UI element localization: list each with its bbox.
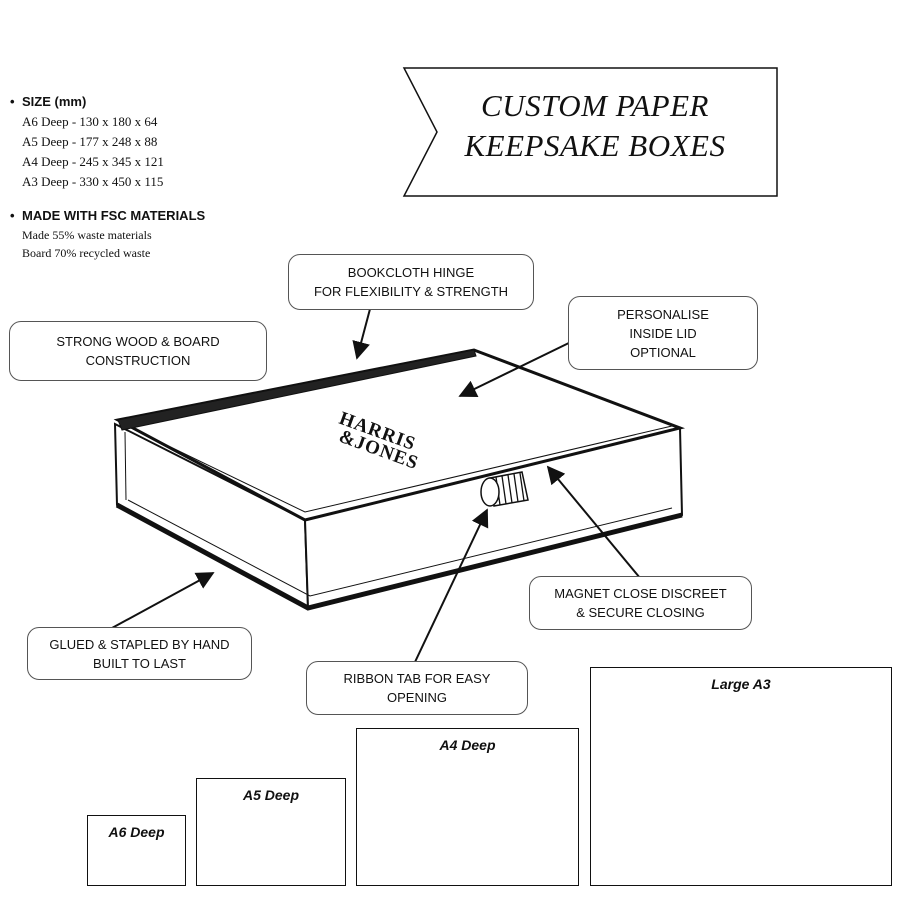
callout-text: OPENING [387, 690, 447, 705]
box-hinge-strip [117, 349, 477, 431]
fsc-heading: •MADE WITH FSC MATERIALS [10, 208, 206, 223]
callout-text: INSIDE LID [629, 325, 697, 341]
size-box-a6: A6 Deep [87, 815, 186, 886]
banner-title-line2: KEEPSAKE BOXES [464, 128, 726, 163]
box-bottom-edge [115, 502, 683, 611]
callout-text: OPTIONAL [630, 344, 696, 360]
size-box-a4: A4 Deep [356, 728, 579, 886]
banner-ribbon-shape [402, 67, 778, 197]
callout-text: CONSTRUCTION [85, 353, 191, 368]
banner-title: CUSTOM PAPER KEEPSAKE BOXES [430, 86, 760, 166]
size-box-label: A5 Deep [242, 787, 300, 803]
arrow-hinge [352, 308, 371, 360]
size-box-label: A6 Deep [108, 824, 165, 840]
fsc-line: Board 70% recycled waste [22, 246, 151, 260]
callout-magnet: MAGNET CLOSE DISCREET & SECURE CLOSING [529, 576, 752, 630]
callout-text: FOR FLEXIBILITY & STRENGTH [313, 284, 509, 299]
callout-text: PERSONALISE [617, 306, 709, 322]
callout-personalise: PERSONALISE INSIDE LID OPTIONAL [568, 296, 758, 370]
box-side-line [124, 431, 127, 501]
callout-text: MAGNET CLOSE DISCREET [554, 586, 727, 601]
callout-ribbon: RIBBON TAB FOR EASY OPENING [306, 661, 528, 715]
arrow-ribbon [414, 508, 489, 663]
size-box-label: A4 Deep [439, 737, 496, 753]
box-base-line [127, 499, 673, 597]
ribbon-tab-icon [480, 471, 529, 507]
callout-text: GLUED & STAPLED BY HAND [49, 636, 230, 652]
size-line: A3 Deep - 330 x 450 x 115 [22, 174, 164, 189]
size-box-label: Large A3 [711, 676, 771, 692]
callout-hinge: BOOKCLOTH HINGE FOR FLEXIBILITY & STRENG… [288, 254, 534, 310]
size-heading: •SIZE (mm) [10, 94, 87, 109]
arrow-magnet [546, 465, 641, 579]
size-line: A5 Deep - 177 x 248 x 88 [22, 134, 158, 149]
callout-wood: STRONG WOOD & BOARD CONSTRUCTION [9, 321, 267, 381]
callout-text: BOOKCLOTH HINGE [347, 265, 475, 280]
arrow-glued [111, 572, 215, 629]
size-line: A6 Deep - 130 x 180 x 64 [22, 114, 158, 129]
callout-text: & SECURE CLOSING [576, 605, 705, 620]
specs-panel: •SIZE (mm) A6 Deep - 130 x 180 x 64 A5 D… [10, 92, 205, 262]
box-lid-edge [124, 424, 673, 513]
size-box-a5: A5 Deep [196, 778, 346, 886]
fsc-line: Made 55% waste materials [22, 228, 152, 242]
size-box-a3: Large A3 [590, 667, 892, 886]
callout-glued: GLUED & STAPLED BY HAND BUILT TO LAST [27, 627, 252, 680]
size-line: A4 Deep - 245 x 345 x 121 [22, 154, 164, 169]
banner-title-line1: CUSTOM PAPER [481, 88, 709, 123]
callout-text: RIBBON TAB FOR EASY [343, 671, 491, 686]
callout-text: BUILT TO LAST [93, 655, 186, 671]
callout-text: STRONG WOOD & BOARD [56, 334, 220, 349]
arrow-personalise [458, 339, 576, 397]
